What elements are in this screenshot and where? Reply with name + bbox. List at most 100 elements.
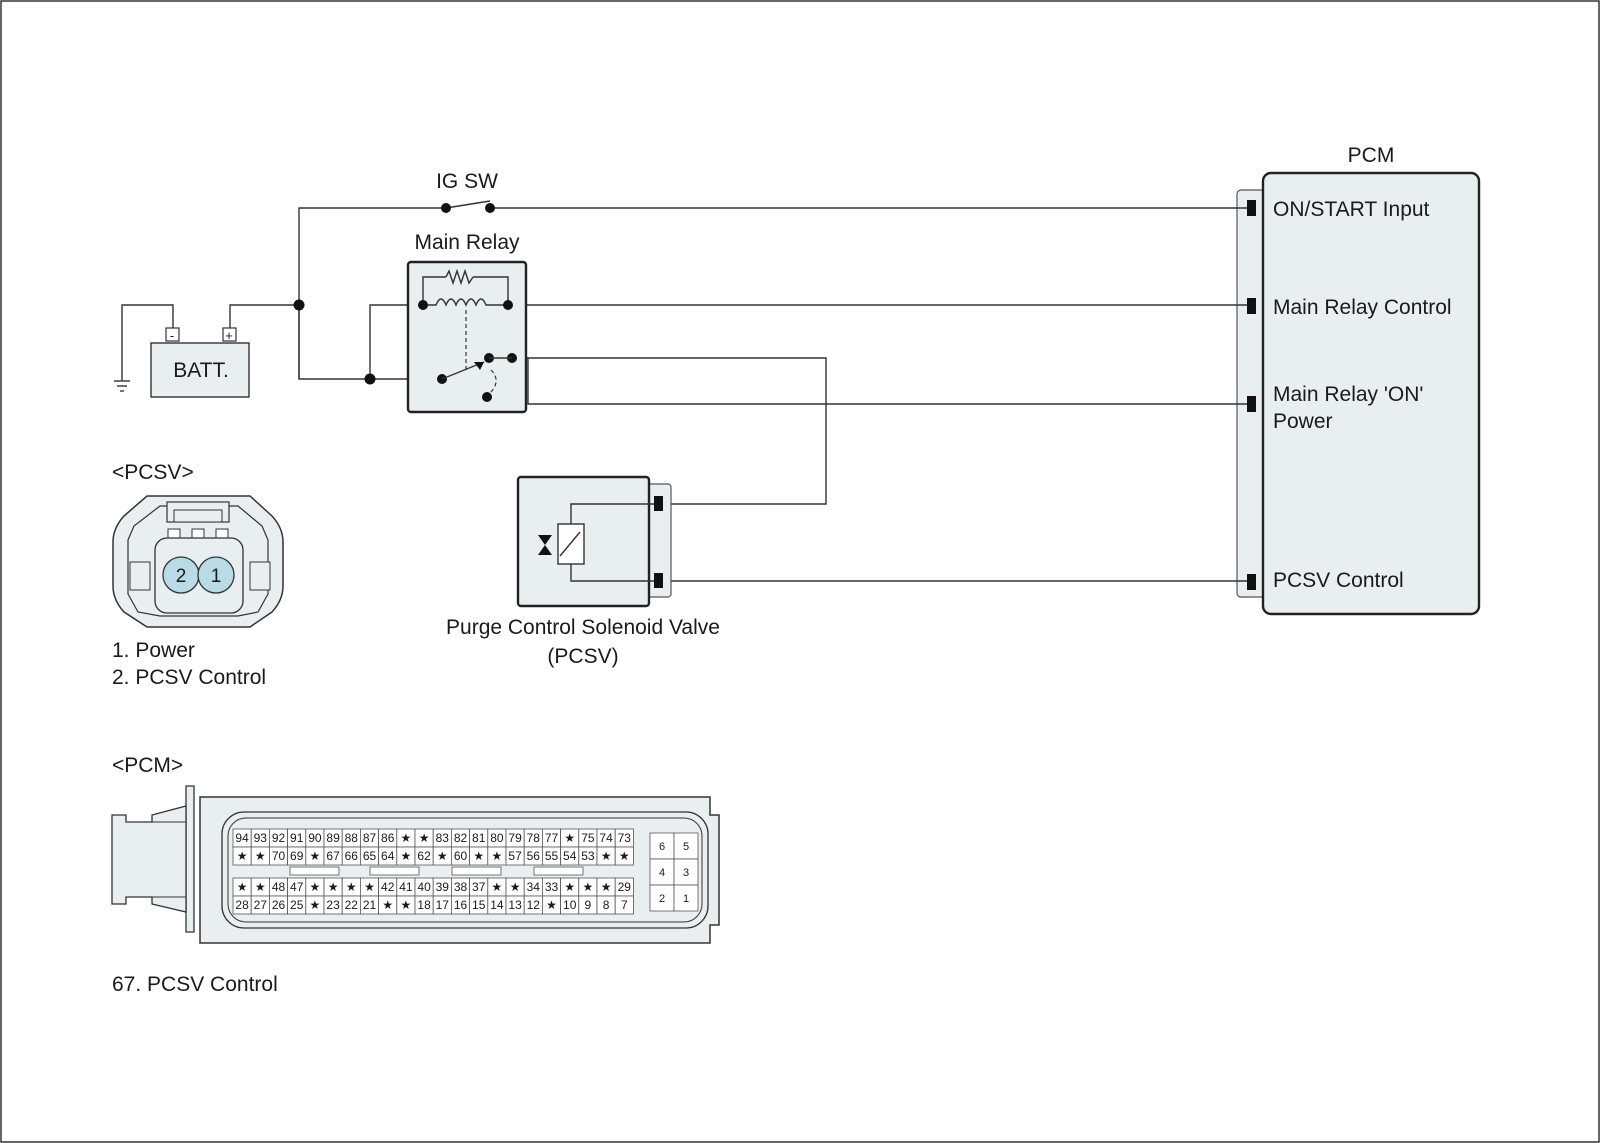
pcm-pin-label: ★ (310, 898, 321, 912)
pcm-pin-cell (614, 846, 634, 866)
pcsv-solenoid: Purge Control Solenoid Valve (PCSV) (446, 475, 720, 668)
pcm-pin-label: 41 (399, 880, 413, 894)
pcm-side-pin-label: 5 (683, 841, 689, 853)
main-relay: Main Relay (406, 231, 528, 414)
pcm-label-main-relay-on: Main Relay 'ON' (1273, 383, 1423, 406)
pcm-pin-label: 29 (618, 880, 632, 894)
pcm-pin-label: 92 (272, 831, 286, 845)
pcm-side-pin-cell (649, 832, 675, 860)
pcm-side-pin-label: 6 (659, 841, 665, 853)
pcm-pin-label: 73 (618, 831, 632, 845)
pcm-pin-label: ★ (473, 849, 484, 863)
pcm-connector-key (289, 866, 340, 876)
pcm-pin-label: 69 (290, 849, 304, 863)
pcm-pin-label: 33 (545, 880, 559, 894)
pcm-connector-key (533, 866, 584, 876)
pcm-pin-label: 57 (508, 849, 522, 863)
pcm-pin-label: 54 (563, 849, 577, 863)
pcsv-pin-2-label: 2 (176, 566, 187, 587)
pcm-pin-label: ★ (546, 898, 557, 912)
pcm-pin-label: 77 (545, 831, 559, 845)
pcm-pin-label: ★ (437, 849, 448, 863)
pcm-connector-key (369, 866, 420, 876)
pcm-pin-label: ★ (510, 880, 521, 894)
pcm-pin-label: 93 (254, 831, 268, 845)
pcm-pin-label: 48 (272, 880, 286, 894)
pcm-pin-label: 86 (381, 831, 395, 845)
pcm-pin-label: 40 (417, 880, 431, 894)
battery-pos-label: + (225, 328, 233, 343)
pcm-label-power: Power (1273, 410, 1333, 433)
pcm-pin-label: 15 (472, 898, 486, 912)
pcsv-connector: <PCSV> 2 1 1. Power 2. PCSV Control (112, 461, 284, 689)
pcm-pin-label: 82 (454, 831, 468, 845)
pcm-connector: <PCM> 94 93 92 91 90 89 88 87 86 ★ ★ 83 82 81 80 79 78 77… (111, 754, 720, 996)
pcsv-terminal-1 (654, 496, 663, 511)
pcsv-legend-1: 1. Power (112, 639, 195, 662)
pcm-pin-label: 80 (490, 831, 504, 845)
pcm-pin-label: 81 (472, 831, 486, 845)
pcm-pin-label: 89 (326, 831, 340, 845)
pcsv-pin-1-label: 1 (211, 566, 222, 587)
pcm-pin-label: ★ (419, 831, 430, 845)
pcm-pin-label: 8 (603, 898, 610, 912)
pcsv-title-line1: Purge Control Solenoid Valve (446, 616, 720, 639)
pcm-pin-label: ★ (401, 831, 412, 845)
pcm-pin-label: 55 (545, 849, 559, 863)
pcm-pin-label: 16 (454, 898, 468, 912)
pcm-terminal-on-start (1247, 200, 1256, 216)
pcm-pin-label: 60 (454, 849, 468, 863)
pcm-side-pin-label: 4 (659, 867, 665, 879)
pcm-pin-label: 37 (472, 880, 486, 894)
battery-label: BATT. (173, 359, 229, 382)
battery-neg-label: - (170, 328, 174, 343)
pcm-pin-label: 27 (254, 898, 268, 912)
pcm-pin-label: ★ (564, 831, 575, 845)
pcm-pin-label: 12 (527, 898, 541, 912)
pcm-pin-label: 91 (290, 831, 304, 845)
pcm-side-pin-cell (649, 884, 675, 912)
pcm-side-pin-label: 1 (683, 893, 689, 905)
pcm-pin-label: ★ (601, 880, 612, 894)
pcm-side-pin-cell (649, 858, 675, 886)
pcm-pin-label: ★ (255, 849, 266, 863)
pcm-pin-label: 94 (235, 831, 249, 845)
pcm-pin-label: 64 (381, 849, 395, 863)
pcm-pin-label: 67 (326, 849, 340, 863)
pcm-label-on-start-input: ON/START Input (1273, 198, 1430, 221)
main-relay-label: Main Relay (414, 231, 520, 254)
pcm-pin-label: 17 (436, 898, 450, 912)
pcm-pin-label: 42 (381, 880, 395, 894)
pcm-pin-label: 75 (581, 831, 595, 845)
pcm-pin-label: 65 (363, 849, 377, 863)
ig-sw-label: IG SW (436, 170, 498, 193)
junction-dot (364, 373, 376, 385)
pcm-pin-label: ★ (401, 898, 412, 912)
pcm-pin-label: 21 (363, 898, 377, 912)
pcm-pin-label: 18 (417, 898, 431, 912)
pcm-pin-label: 47 (290, 880, 304, 894)
pcm-pin-label: 88 (345, 831, 359, 845)
pcm-pin-label: 53 (581, 849, 595, 863)
pcm-pin-label: 90 (308, 831, 322, 845)
pcm-pin-label: ★ (237, 849, 248, 863)
pcm-pin-label: ★ (492, 849, 503, 863)
pcm-pin-label: 79 (508, 831, 522, 845)
pcm-pin-cell (614, 895, 634, 915)
pcm-side-pin-label: 3 (683, 867, 689, 879)
pcm-connector-title: <PCM> (112, 754, 183, 777)
ignition-switch: IG SW (436, 170, 498, 213)
pcm-pin-label: 62 (417, 849, 431, 863)
pcm-pin-label: 83 (436, 831, 450, 845)
pcm-pin-label: ★ (255, 880, 266, 894)
pcm-pin-label: 7 (621, 898, 628, 912)
pcm-pin-label: ★ (583, 880, 594, 894)
pcm-label-main-relay-control: Main Relay Control (1273, 296, 1452, 319)
pcm-pin-label: 87 (363, 831, 377, 845)
pcm-side-pin-label: 2 (659, 893, 665, 905)
pcm-pin-label: 38 (454, 880, 468, 894)
pcm-pin-label: 26 (272, 898, 286, 912)
pcm-pin-label: 66 (345, 849, 359, 863)
valve-icon (538, 535, 552, 545)
junction-dot (293, 299, 305, 311)
